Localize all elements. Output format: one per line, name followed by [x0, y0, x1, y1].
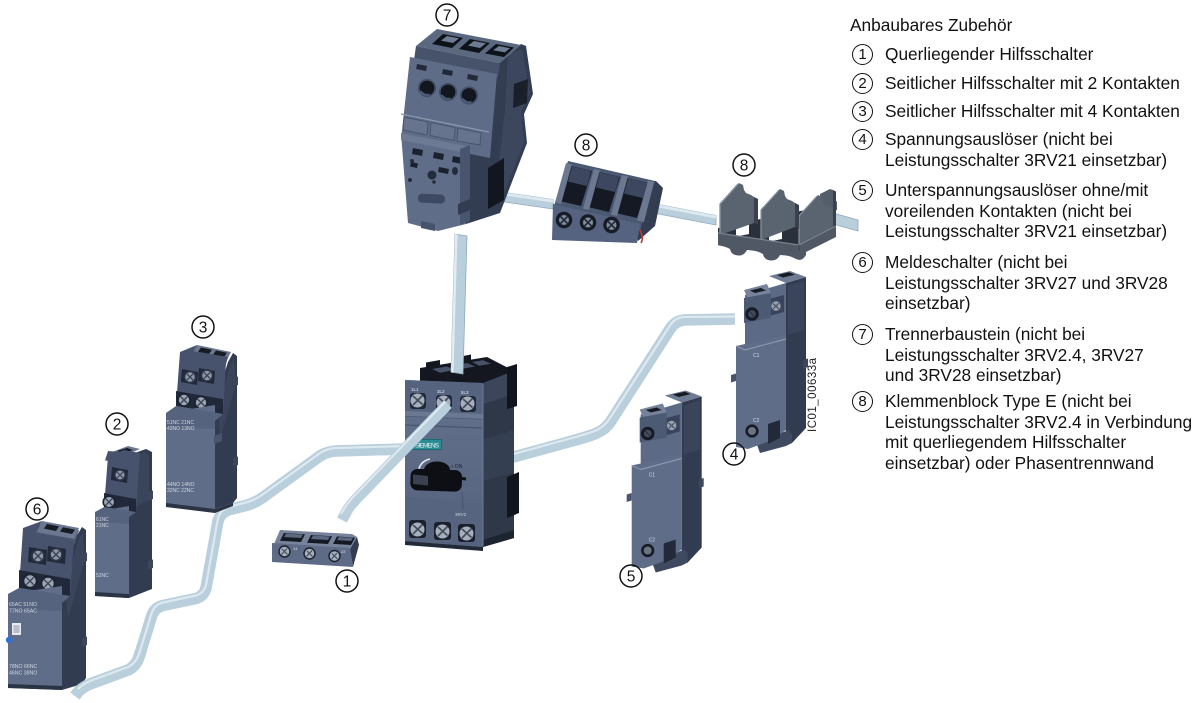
svg-text:52NC: 52NC	[96, 573, 109, 579]
svg-text:8: 8	[582, 138, 591, 155]
svg-text:1: 1	[343, 574, 352, 591]
svg-text:3: 3	[199, 320, 208, 337]
svg-text:C2: C2	[753, 418, 760, 424]
svg-text:43NO 13NO: 43NO 13NO	[167, 426, 195, 432]
svg-text:5: 5	[627, 569, 636, 586]
svg-text:⊣ ON: ⊣ ON	[449, 464, 463, 470]
svg-text:4: 4	[730, 447, 739, 464]
svg-text:5L3: 5L3	[461, 390, 469, 395]
svg-text:32NC 22NC: 32NC 22NC	[167, 488, 194, 494]
svg-text:46NC 38NO: 46NC 38NO	[9, 671, 37, 677]
svg-text:22: 22	[341, 549, 346, 554]
svg-text:77NO 65AC: 77NO 65AC	[9, 609, 37, 615]
svg-text:1L1: 1L1	[411, 387, 419, 392]
svg-text:6T3: 6T3	[459, 547, 467, 552]
svg-text:SIEMENS: SIEMENS	[415, 443, 439, 450]
svg-text:21NC: 21NC	[96, 523, 109, 529]
svg-text:51NC 21NC: 51NC 21NC	[167, 420, 194, 426]
svg-text:C1: C1	[753, 353, 760, 359]
svg-text:7: 7	[443, 8, 452, 25]
svg-text:61NC: 61NC	[96, 517, 109, 523]
svg-text:65AC 51NO: 65AC 51NO	[9, 602, 37, 608]
svg-text:78NO 66NC: 78NO 66NC	[9, 664, 38, 670]
svg-text:2: 2	[113, 417, 122, 434]
svg-text:6: 6	[33, 502, 42, 519]
svg-text:14: 14	[293, 546, 298, 551]
svg-text:44NO 14NO: 44NO 14NO	[167, 482, 195, 488]
svg-text:8: 8	[740, 158, 749, 175]
svg-text:3RV2: 3RV2	[455, 512, 467, 517]
svg-text:3L2: 3L2	[437, 389, 445, 394]
